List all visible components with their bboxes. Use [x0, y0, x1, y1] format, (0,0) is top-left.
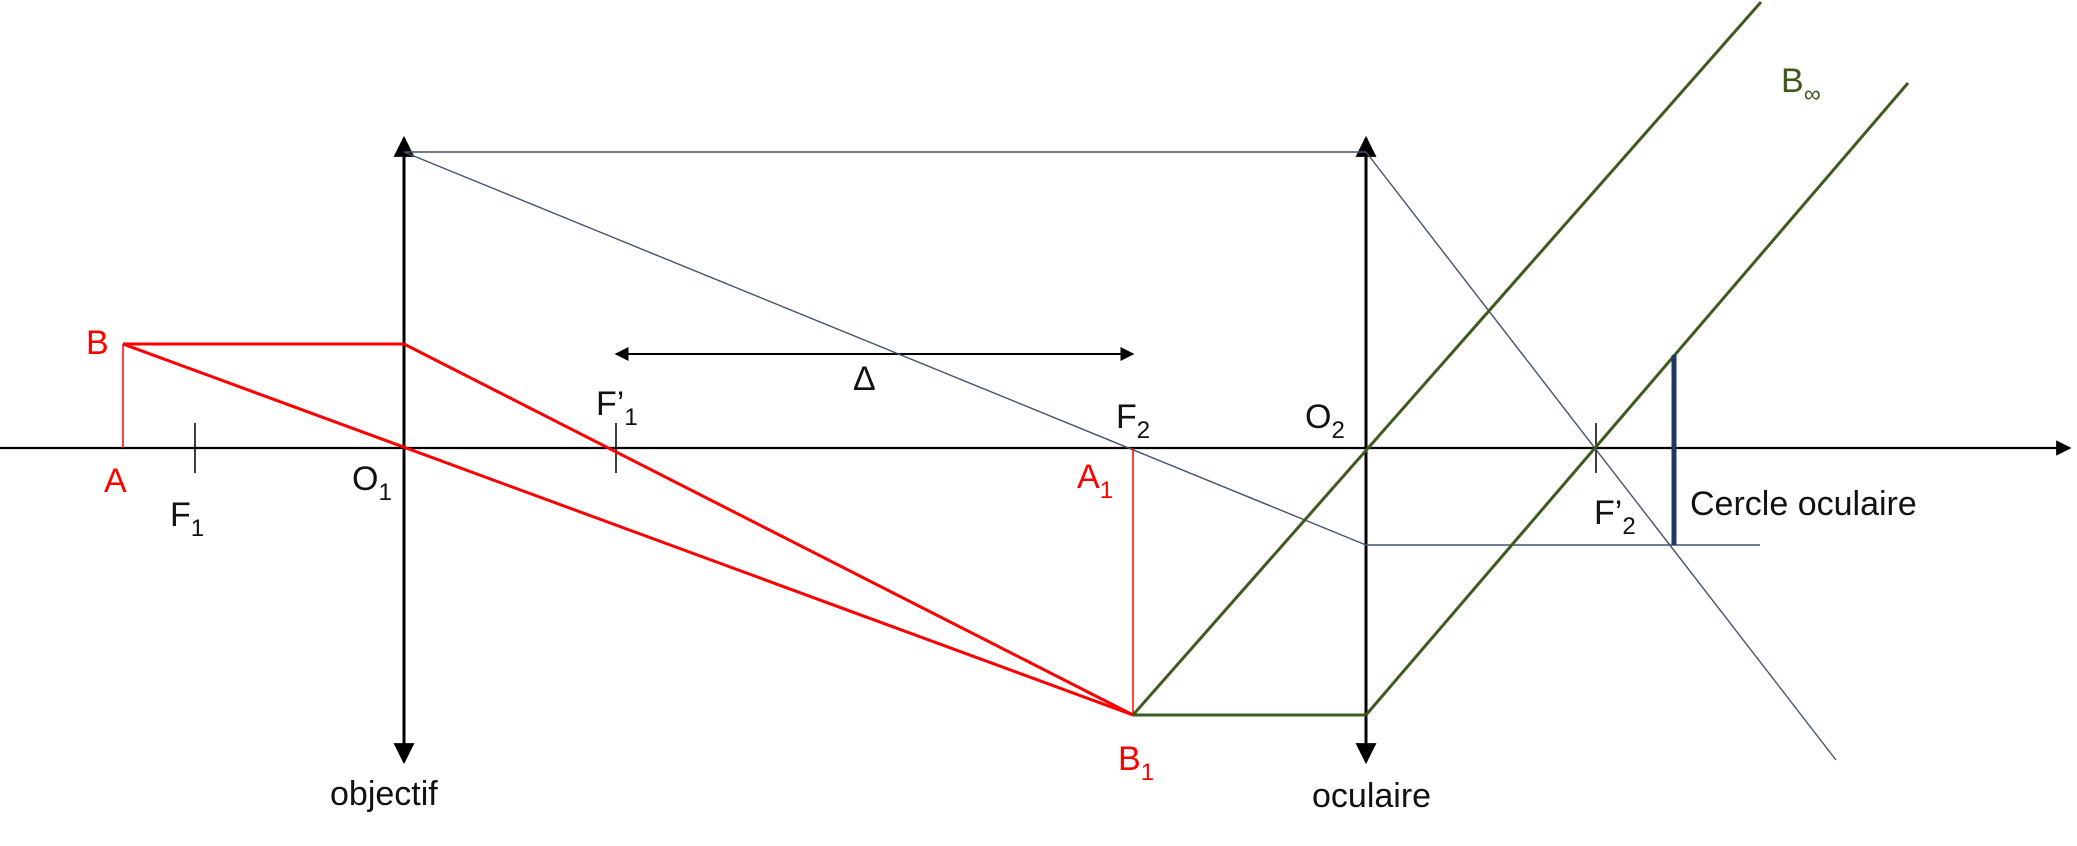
label-f2-prime: F’2 — [1594, 494, 1636, 540]
label-o2: O2 — [1305, 398, 1345, 444]
label-b1: B1 — [1118, 740, 1154, 786]
label-o1: O1 — [352, 460, 392, 506]
red-ray-through-o1 — [122, 342, 1134, 717]
construction-ray-through-f2-prime — [1365, 151, 1837, 761]
green-ray-emergent-1 — [1131, 1, 1763, 716]
label-b: B — [86, 324, 109, 362]
label-f1: F1 — [170, 496, 204, 542]
label-eyepiece: oculaire — [1312, 777, 1431, 815]
green-ray-emergent-2 — [1364, 82, 1910, 716]
label-a: A — [104, 462, 127, 500]
label-b-infinity: B∞ — [1781, 62, 1821, 108]
label-f1-prime: F’1 — [596, 385, 638, 431]
label-a1: A1 — [1077, 458, 1113, 504]
label-objective: objectif — [330, 775, 438, 813]
red-ray-refracted — [403, 342, 1134, 717]
construction-ray-through-f2 — [403, 151, 1367, 546]
label-eye-circle: Cercle oculaire — [1690, 485, 1917, 523]
label-f2: F2 — [1116, 398, 1150, 444]
label-delta: Δ — [853, 360, 876, 398]
